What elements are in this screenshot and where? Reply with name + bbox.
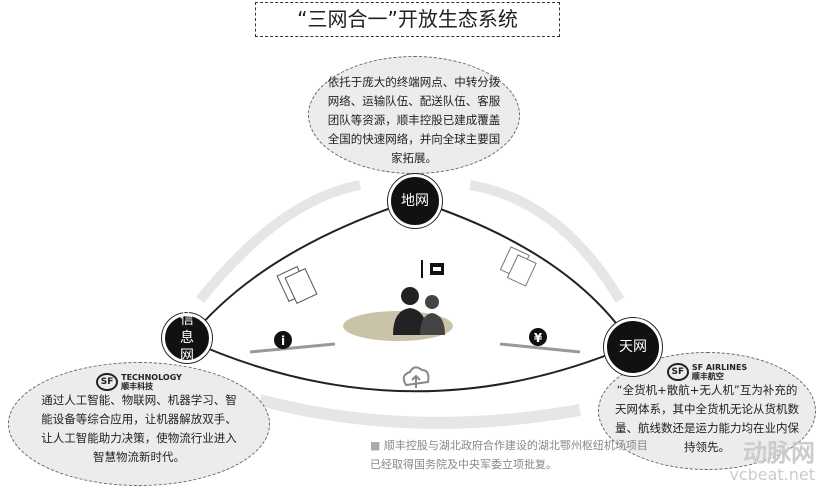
info-icon: i [274, 331, 292, 349]
top-bubble: 依托于庞大的终端网点、中转分拨网络、运输队伍、配送队伍、客服团队等资源，顺丰控股… [308, 56, 520, 174]
document-icon [499, 246, 537, 287]
right-bubble-text: “全货机+散航+无人机”互为补充的天网体系，其中全货机无论从货机数量、航线数还是… [615, 383, 799, 454]
node-information-network: 信息网 [162, 312, 212, 364]
note-text: ■ 顺丰控股与湖北政府合作建设的湖北鄂州枢纽机场项目已经取得国务院及中央军委立项… [370, 439, 648, 471]
svg-text:¥: ¥ [534, 331, 543, 345]
document-icon [276, 265, 318, 305]
top-bubble-text: 依托于庞大的终端网点、中转分拨网络、运输队伍、配送队伍、客服团队等资源，顺丰控股… [327, 75, 501, 165]
svg-text:i: i [281, 334, 285, 348]
cloud-upload-icon [402, 366, 430, 388]
triangle-arc-right [413, 199, 633, 346]
yen-icon: ¥ [529, 328, 547, 346]
left-bubble-text: 通过人工智能、物联网、机器学习、智能设备等综合应用，让机器解放双手、让人工智能助… [41, 393, 237, 464]
node-sky-network: 天网 [604, 318, 662, 376]
triangle-arc-left [187, 199, 415, 341]
node-ground-network: 地网 [388, 174, 442, 228]
bullet-icon: ■ [370, 439, 384, 452]
people-icon [393, 287, 445, 335]
package-icon [421, 260, 444, 278]
triangle-arc-bottom [187, 339, 633, 393]
diagram-title: “三网合一”开放生态系统 [255, 2, 560, 37]
